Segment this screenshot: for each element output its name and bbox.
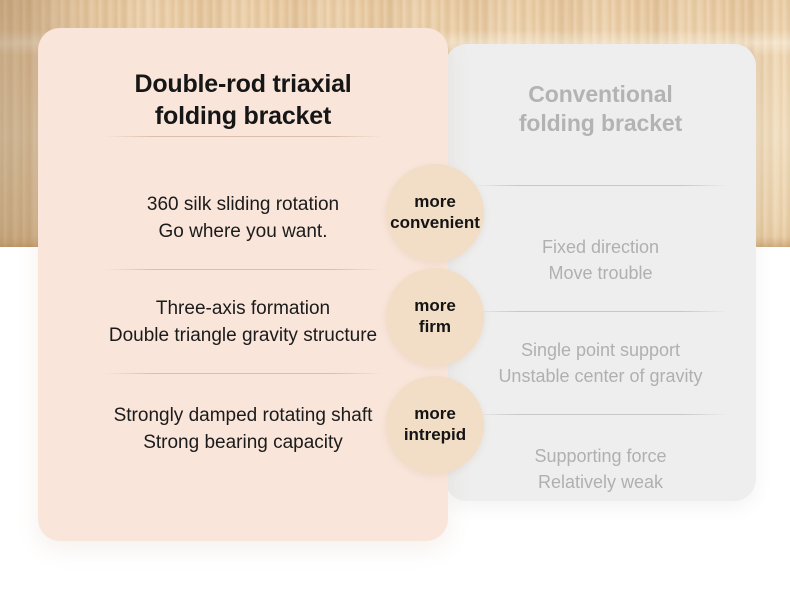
advantage-row-3-text: Strongly damped rotating shaft Strong be… (113, 405, 373, 453)
conventional-panel-card: Conventional folding bracket Fixed direc… (445, 44, 756, 501)
advantage-panel-title: Double-rod triaxial folding bracket (134, 70, 352, 130)
conventional-row-3-text: Supporting force Relatively weak (534, 446, 667, 492)
badge-more-intrepid: more intrepid (386, 376, 484, 474)
badge-more-firm: more firm (386, 268, 484, 366)
advantage-divider-2 (104, 269, 382, 270)
conventional-panel-title: Conventional folding bracket (518, 81, 683, 137)
advantage-row-1-text: 360 silk sliding rotation Go where you w… (146, 194, 340, 242)
advantage-panel-card: Double-rod triaxial folding bracket 360 … (38, 28, 448, 541)
conventional-row-1-text: Fixed direction Move trouble (541, 237, 660, 283)
conventional-divider-3 (473, 414, 728, 415)
advantage-row-2-text: Three-axis formation Double triangle gra… (108, 298, 378, 346)
badge-more-convenient: more convenient (386, 164, 484, 262)
conventional-row-2-text: Single point support Unstable center of … (498, 340, 703, 386)
advantage-divider-1 (104, 136, 382, 137)
conventional-divider-2 (473, 311, 728, 312)
advantage-divider-3 (104, 373, 382, 374)
conventional-divider-1 (473, 185, 728, 186)
